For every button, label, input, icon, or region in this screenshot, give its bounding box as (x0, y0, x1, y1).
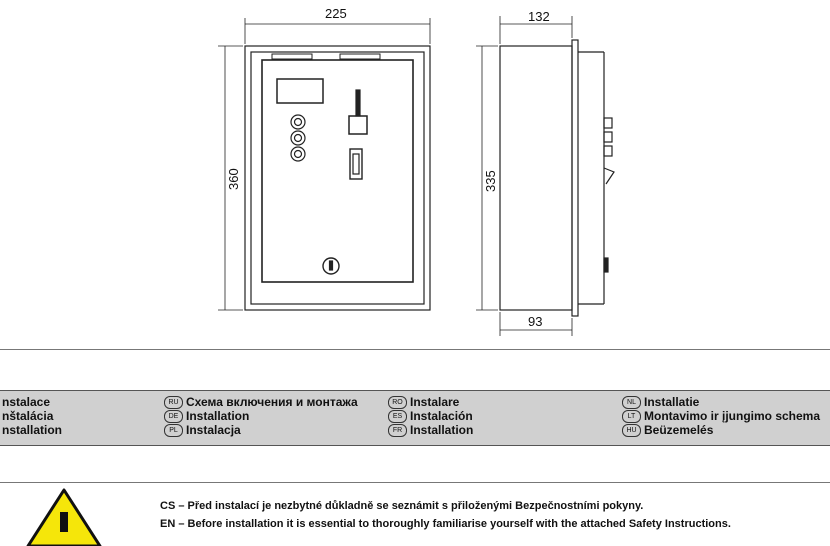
front-dimensions (218, 18, 431, 311)
title-text: nstalace (2, 395, 51, 409)
lang-code-badge: DE (164, 409, 183, 423)
dim-side-height: 335 (483, 170, 498, 192)
title-text: nstallation (2, 423, 63, 437)
title-text: nštalácia (2, 409, 54, 423)
title-row: nštalácia (2, 409, 62, 423)
lang-code-badge: RU (164, 395, 183, 409)
side-view (499, 39, 615, 317)
bottom-separator (0, 482, 830, 483)
lang-code-badge: PL (164, 423, 183, 437)
title-row: nstallation (2, 423, 62, 437)
title-text: Installation (186, 409, 250, 423)
warning-text-cs: CS – Před instalací je nezbytné důkladně… (160, 500, 644, 512)
title-text: Montavimo ir įjungimo schema (644, 409, 821, 423)
dim-front-height: 360 (226, 168, 241, 190)
title-text: Instalacja (186, 423, 241, 437)
title-text: Beüzemelés (644, 423, 714, 437)
title-text: Instalare (410, 395, 460, 409)
lang-code-badge: HU (622, 423, 641, 437)
lang-code-badge: ES (388, 409, 407, 423)
dim-side-depth: 132 (528, 9, 550, 24)
front-view (244, 45, 431, 311)
lang-code-badge: RO (388, 395, 407, 409)
title-text: Installatie (644, 395, 700, 409)
top-separator (0, 349, 830, 350)
lang-code-badge: FR (388, 423, 407, 437)
side-dimensions (476, 16, 573, 336)
technical-drawing: 225 360 132 335 93 (218, 6, 615, 336)
title-text: Instalación (410, 409, 473, 423)
lang-code-badge: NL (622, 395, 641, 409)
titles-column-1: nstalace nštalácia nstallation (2, 395, 62, 437)
dim-side-bottom: 93 (528, 314, 542, 329)
dim-front-width: 225 (325, 6, 347, 21)
title-text: Installation (410, 423, 474, 437)
lang-code-badge: LT (622, 409, 641, 423)
warning-triangle-icon (26, 488, 102, 546)
title-row: nstalace (2, 395, 62, 409)
title-text: Схема включения и монтажа (186, 395, 358, 409)
warning-text-en: EN – Before installation it is essential… (160, 518, 731, 530)
